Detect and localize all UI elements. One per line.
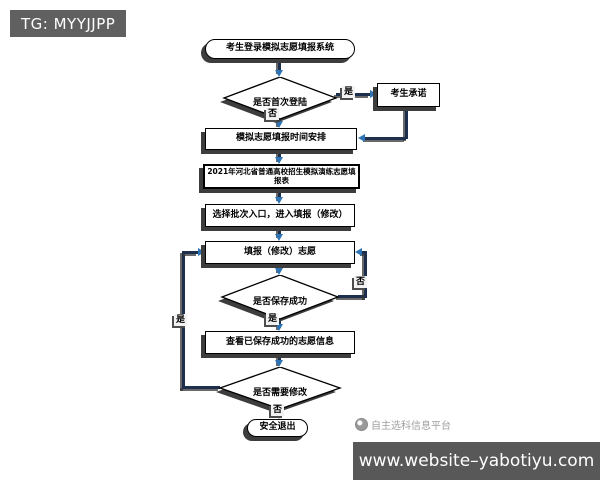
- node-entrance: 选择批次入口，进入填报（修改）: [205, 204, 355, 227]
- telegram-badge: TG: MYYJJPP: [10, 10, 127, 37]
- diamond-shape-icon: [220, 76, 338, 123]
- arrowhead-icon: [275, 268, 283, 275]
- connector-modify-yes-h: [182, 386, 220, 389]
- arrowhead-icon: [275, 360, 283, 367]
- label-modify-yes: 是: [174, 314, 188, 326]
- node-exit: 安全退出: [247, 419, 308, 437]
- node-promise: 考生承诺: [377, 83, 440, 107]
- label-save-yes: 是: [266, 313, 280, 325]
- platform-watermark-text: 自主选科信息平台: [371, 421, 451, 432]
- node-view: 查看已保存成功的志愿信息: [205, 331, 355, 354]
- connector-promise-to-schedule: [365, 137, 406, 140]
- footer-url-text: www.website–yabotiyu.com: [358, 451, 595, 471]
- node-save-decision: 是否保存成功: [217, 274, 343, 325]
- arrowhead-icon: [275, 197, 283, 204]
- connector-entrance-to-fill: [278, 227, 281, 236]
- connector-fill-to-savecheck: [278, 264, 281, 271]
- arrowhead-icon: [275, 70, 283, 77]
- arrowhead-icon: [198, 248, 205, 256]
- arrowhead-icon: [275, 121, 283, 128]
- connector-start-to-firstlogin: [278, 58, 281, 72]
- connector-save-yes: [278, 319, 281, 328]
- arrowhead-icon: [358, 134, 365, 142]
- arrowhead-icon: [275, 324, 283, 331]
- arrowhead-icon: [355, 248, 362, 256]
- arrowhead-icon: [370, 90, 377, 98]
- connector-save-no-v: [364, 251, 367, 298]
- connector-save-no-h: [338, 295, 367, 298]
- arrowhead-icon: [275, 157, 283, 164]
- arrowhead-icon: [275, 234, 283, 241]
- connector-promise-down: [405, 107, 408, 139]
- label-modify-no: 否: [271, 404, 285, 416]
- connector-schedule-to-form: [278, 150, 281, 160]
- label-first-login-no: 否: [266, 108, 280, 120]
- footer-url-bar: www.website–yabotiyu.com: [353, 442, 600, 480]
- connector-save-no-return: [362, 251, 367, 254]
- label-save-no: 否: [354, 276, 368, 288]
- node-fill: 填报（修改）志愿: [205, 241, 355, 264]
- platform-logo-icon: [355, 418, 368, 431]
- connector-view-to-modifycheck: [278, 354, 281, 364]
- platform-watermark: 自主选科信息平台: [355, 417, 451, 432]
- node-schedule: 模拟志愿填报时间安排: [205, 128, 357, 150]
- node-start: 考生登录模拟志愿填报系统: [205, 39, 355, 59]
- connector-form-to-entrance: [278, 189, 281, 199]
- label-first-login-yes: 是: [342, 86, 356, 98]
- connector-modify-yes-return: [185, 251, 198, 254]
- node-form: 2021年河北省普通高校招生模拟演练志愿填报表: [203, 164, 360, 189]
- node-first-login-decision: 是否首次登陆: [219, 76, 341, 125]
- diamond-shape-icon: [218, 274, 340, 323]
